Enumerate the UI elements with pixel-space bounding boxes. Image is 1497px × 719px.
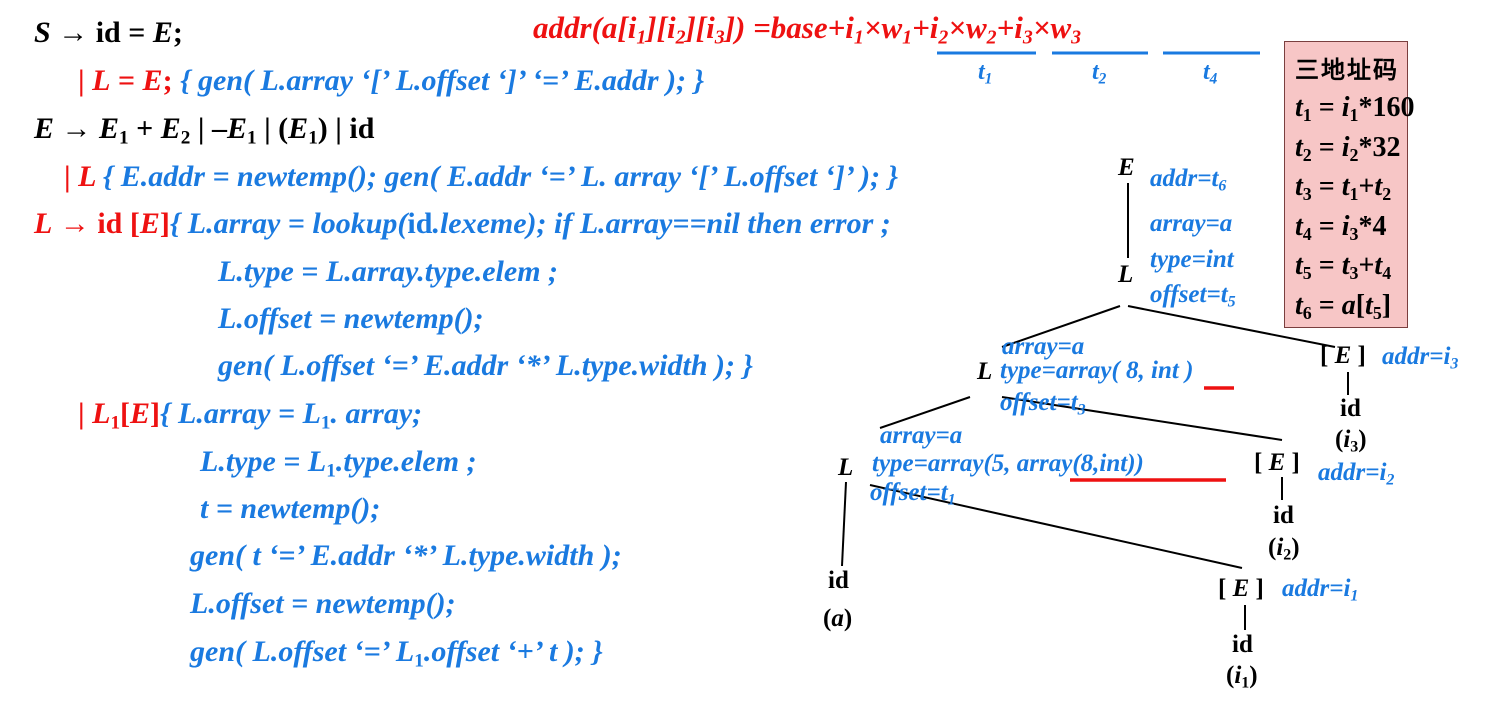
edge-L1-E1	[869, 484, 1243, 569]
tree-L3-offset: offset=t5	[1150, 281, 1236, 311]
tree-E3-addr: addr=i3	[1382, 343, 1459, 373]
edge-L3-L2	[1001, 305, 1121, 348]
three-address-code-box: 三地址码 t1 = i1*160 t2 = i2*32 t3 = t1+t2 t…	[1284, 41, 1415, 328]
address-formula: addr(a[i1][i2][i3]) =base+i1×w1+i2×w2+i3…	[533, 10, 1082, 49]
rule-L-gen: gen( L.offset ‘=’ E.addr ‘*’ L.type.widt…	[218, 349, 753, 382]
tree-E2-id: id	[1273, 502, 1294, 529]
tree-L3: L	[1118, 261, 1134, 288]
tree-L2: L	[977, 358, 993, 385]
tree-E3: [ E ]	[1320, 342, 1366, 369]
tree-E2-i: (i2)	[1268, 534, 1300, 564]
rule-E: E → E1 + E2 | –E1 | (E1) | id	[34, 112, 375, 149]
rule-L-alt-t: t = newtemp();	[200, 492, 381, 525]
tree-E1-id: id	[1232, 631, 1253, 658]
tree-L2-offset: offset=t3	[1000, 389, 1086, 419]
rule-S-alt: | L = E; { gen( L.array ‘[’ L.offset ‘]’…	[78, 64, 705, 97]
tree-L3-type: type=int	[1150, 246, 1234, 273]
rule-L-offset: L.offset = newtemp();	[218, 302, 484, 335]
tree-E1-i: (i1)	[1226, 662, 1258, 692]
tree-E3-i: (i3)	[1335, 426, 1367, 456]
rule-L-type: L.type = L.array.type.elem ;	[218, 255, 559, 288]
tree-L1-array: array=a	[880, 422, 963, 449]
three-address-title: 三地址码	[1295, 55, 1399, 84]
edge-L2-E2	[1001, 396, 1283, 441]
tree-L1-offset: offset=t1	[870, 479, 956, 509]
tree-E2: [ E ]	[1254, 449, 1300, 476]
rule-S: S → id = E;	[34, 16, 183, 49]
tree-E1-addr: addr=i1	[1282, 575, 1359, 605]
tac-line-1: t1 = i1*160	[1295, 92, 1415, 126]
tree-L2-type: type=array( 8, int )	[1000, 357, 1194, 384]
edge-L3-E3	[1127, 305, 1336, 348]
rule-L-alt-offset: L.offset = newtemp();	[190, 587, 456, 620]
rule-L-alt: | L1[E]{ L.array = L1. array;	[78, 397, 423, 434]
tree-L1-id: id	[828, 567, 849, 594]
brace-label-t2: t2	[1092, 59, 1107, 88]
rule-L-alt-type: L.type = L1.type.elem ;	[200, 445, 477, 482]
tac-line-2: t2 = i2*32	[1295, 131, 1401, 165]
rule-E-alt: | L { E.addr = newtemp(); gen( E.addr ‘=…	[64, 160, 899, 193]
rule-L-alt-gen1: gen( t ‘=’ E.addr ‘*’ L.type.width );	[190, 539, 622, 572]
tree-E3-id: id	[1340, 395, 1361, 422]
edge-L2-L1	[879, 396, 971, 429]
tree-L1-a: (a)	[823, 605, 853, 632]
tac-line-3: t3 = t1+t2	[1295, 171, 1392, 205]
tree-L2-array: array=a	[1002, 333, 1085, 360]
tree-L3-array: array=a	[1150, 210, 1233, 237]
edge-L1-id	[841, 481, 847, 567]
tac-line-6: t6 = a[t5]	[1295, 289, 1392, 323]
tree-root-addr: addr=t6	[1150, 165, 1227, 195]
tree-L1: L	[838, 454, 854, 481]
rule-L-alt-gen2: gen( L.offset ‘=’ L1.offset ‘+’ t ); }	[190, 635, 603, 672]
rule-L: L → id [E]{ L.array = lookup(id.lexeme);…	[34, 207, 891, 240]
brace-label-t1: t1	[978, 59, 993, 88]
tree-E2-addr: addr=i2	[1318, 459, 1395, 489]
brace-label-t4: t4	[1203, 59, 1218, 88]
tac-line-4: t4 = i3*4	[1295, 210, 1387, 244]
tree-E1: [ E ]	[1218, 575, 1264, 602]
tree-L1-type: type=array(5, array(8,int))	[872, 450, 1144, 477]
tac-line-5: t5 = t3+t4	[1295, 250, 1392, 284]
tree-root-E: E	[1118, 154, 1135, 181]
